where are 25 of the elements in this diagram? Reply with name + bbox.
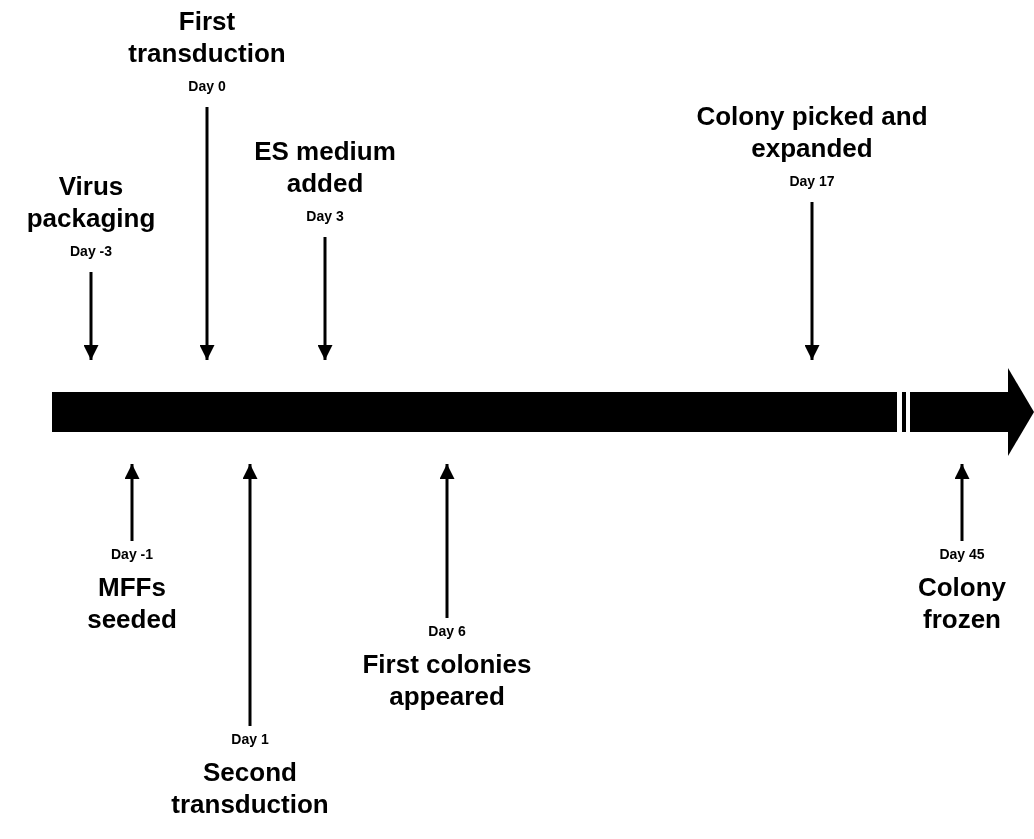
- event-title: Colony picked and expanded: [695, 100, 929, 164]
- day-label: Day 45: [939, 545, 985, 563]
- day-label: Day 3: [306, 207, 344, 225]
- arrow: [439, 464, 455, 618]
- arrow: [199, 107, 215, 360]
- day-label: Day -3: [70, 242, 112, 260]
- day-label: Day 1: [231, 730, 269, 748]
- event-title: Second transduction: [170, 756, 330, 820]
- day-label: Day 0: [188, 77, 226, 95]
- timeline-arrow: [52, 368, 1034, 456]
- event-title: Virus packaging: [25, 170, 157, 234]
- day-label: Day -1: [111, 545, 153, 563]
- event-title: First colonies appeared: [361, 648, 533, 712]
- event-title: First transduction: [127, 5, 287, 69]
- event-title: ES medium added: [253, 135, 397, 199]
- day-label: Day 6: [428, 622, 466, 640]
- event-title: MFFs seeded: [86, 571, 178, 635]
- arrow: [124, 464, 140, 541]
- arrow: [954, 464, 970, 541]
- arrow: [83, 272, 99, 360]
- arrow: [804, 202, 820, 360]
- day-label: Day 17: [789, 172, 835, 190]
- arrow: [242, 464, 258, 726]
- arrow: [317, 237, 333, 360]
- event-title: Colony frozen: [916, 571, 1008, 635]
